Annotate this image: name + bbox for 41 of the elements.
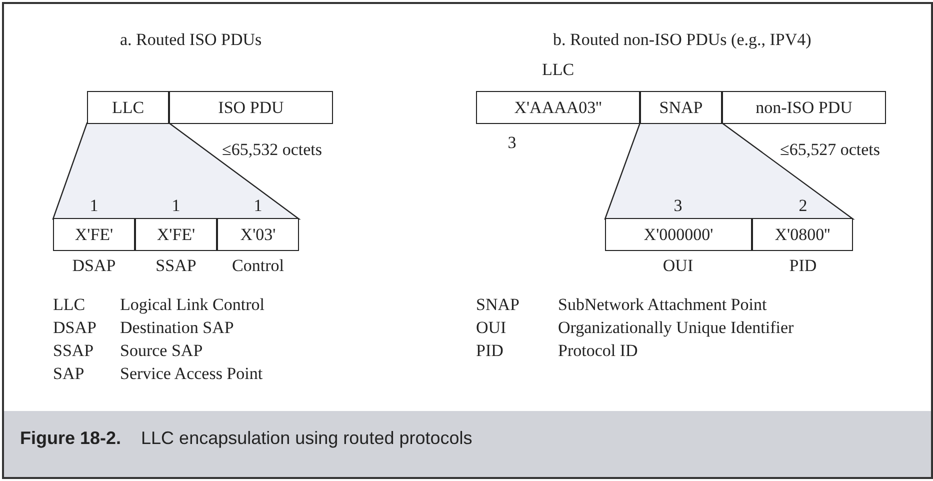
field-name: PID	[789, 256, 817, 276]
field-box: X'AAAA03''	[476, 91, 640, 124]
field-box: LLC	[87, 91, 169, 124]
field-name: OUI	[662, 256, 694, 276]
abbreviation: PID	[476, 341, 504, 361]
abbreviation: SNAP	[476, 295, 520, 315]
field-box: X'0800''	[752, 218, 853, 251]
definition: Organizationally Unique Identifier	[558, 318, 794, 338]
definition: SubNetwork Attachment Point	[558, 295, 767, 315]
field-name: SSAP	[156, 256, 196, 276]
abbreviation: OUI	[476, 318, 506, 338]
field-name: LLC	[542, 60, 574, 80]
field-size: 3	[674, 196, 682, 216]
length-note: ≤65,532 octets	[222, 140, 322, 160]
field-box: X'03'	[217, 218, 299, 251]
panel-title: b. Routed non-ISO PDUs (e.g., IPV4)	[553, 30, 812, 50]
field-size: 3	[508, 133, 516, 153]
panel-title: a. Routed ISO PDUs	[120, 30, 262, 50]
definition: Logical Link Control	[120, 295, 264, 315]
field-box: X'FE'	[135, 218, 217, 251]
field-size: 1	[254, 196, 262, 216]
field-box: X'000000'	[605, 218, 752, 251]
abbreviation: DSAP	[53, 318, 96, 338]
length-note: ≤65,527 octets	[780, 140, 880, 160]
definition: Source SAP	[120, 341, 203, 361]
abbreviation: SAP	[53, 364, 84, 384]
abbreviation: SSAP	[53, 341, 94, 361]
definition: Service Access Point	[120, 364, 263, 384]
field-box: non-ISO PDU	[722, 91, 886, 124]
definition: Protocol ID	[558, 341, 638, 361]
field-name: Control	[232, 256, 284, 276]
field-size: 1	[172, 196, 180, 216]
field-name: DSAP	[72, 256, 116, 276]
field-box: X'FE'	[53, 218, 135, 251]
field-size: 1	[90, 196, 98, 216]
abbreviation: LLC	[53, 295, 86, 315]
field-box: SNAP	[640, 91, 722, 124]
field-size: 2	[798, 196, 808, 216]
field-box: ISO PDU	[169, 91, 333, 124]
definition: Destination SAP	[120, 318, 234, 338]
figure-caption: Figure 18-2. LLC encapsulation using routed protocols	[20, 428, 472, 449]
